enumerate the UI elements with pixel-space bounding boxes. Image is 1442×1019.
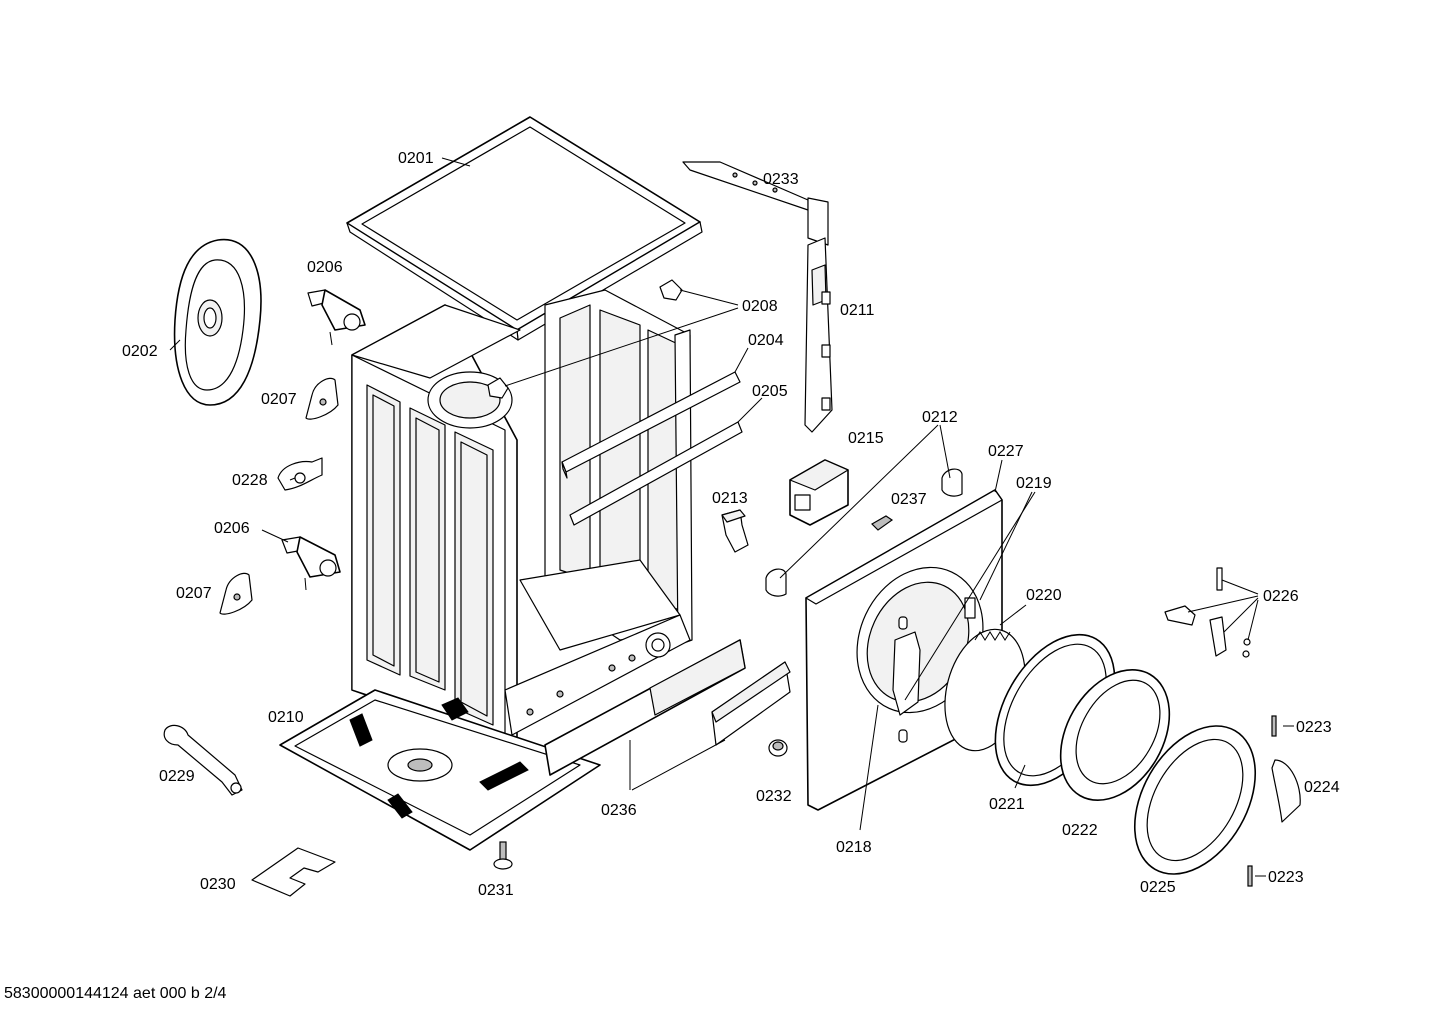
part-clip: [277, 457, 323, 491]
label-0201: 0201: [398, 150, 434, 167]
label-0211: 0211: [840, 302, 875, 319]
part-kick-plate: [544, 639, 791, 776]
part-door-frame: [1133, 725, 1257, 875]
label-0204: 0204: [748, 332, 784, 349]
part-labels: 0201 0202 0204 0205 0206 0206 0207 0207 …: [122, 150, 1340, 899]
part-shim: [251, 847, 336, 897]
label-0212: 0212: [922, 409, 958, 426]
part-upper-rail: [682, 161, 829, 246]
part-handle-parts: [1164, 567, 1251, 658]
label-0222: 0222: [1062, 822, 1098, 839]
part-pin-0223: [1247, 715, 1277, 887]
label-0233: 0233: [763, 171, 799, 188]
part-clip-0212: [765, 468, 963, 597]
label-0213: 0213: [712, 490, 748, 507]
part-door-handle: [1271, 759, 1301, 823]
label-0210: 0210: [268, 709, 304, 726]
label-0224: 0224: [1304, 779, 1340, 796]
leader-lines: [169, 157, 1294, 877]
label-0223-upper: 0223: [1296, 719, 1332, 736]
label-0206-upper: 0206: [307, 259, 343, 276]
part-cross-rail-lower: [569, 421, 743, 526]
label-0221: 0221: [989, 796, 1025, 813]
part-shock-absorber-lower: [281, 536, 341, 591]
part-spout: [721, 509, 749, 553]
label-0219: 0219: [1016, 475, 1052, 492]
part-shock-absorber-upper: [307, 289, 366, 346]
label-0205: 0205: [752, 383, 788, 400]
label-0215: 0215: [848, 430, 884, 447]
part-rear-cover: [173, 238, 262, 406]
part-hook-0208: [487, 279, 683, 399]
label-0225: 0225: [1140, 879, 1176, 896]
part-cabinet-frame: [351, 289, 693, 749]
label-0218: 0218: [836, 839, 872, 856]
label-0220: 0220: [1026, 587, 1062, 604]
label-0237: 0237: [891, 491, 927, 508]
part-door-glass: [1059, 669, 1171, 801]
part-spring: [974, 631, 1011, 641]
part-base-frame: [279, 689, 601, 851]
label-0207-upper: 0207: [261, 391, 297, 408]
part-screw-foot: [493, 841, 513, 870]
label-0223-lower: 0223: [1268, 869, 1304, 886]
part-bracket-lower: [219, 572, 253, 615]
label-0230: 0230: [200, 876, 236, 893]
part-small-0237: [871, 515, 894, 531]
part-foot-0232: [768, 739, 788, 757]
part-side-strip: [804, 237, 833, 433]
part-front-panel: [805, 489, 1026, 811]
label-0231: 0231: [478, 882, 514, 899]
part-wrench: [163, 724, 243, 796]
part-door-lock: [789, 459, 849, 526]
label-0226: 0226: [1263, 588, 1299, 605]
part-top-cover: [346, 116, 703, 341]
label-0227: 0227: [988, 443, 1024, 460]
label-0208: 0208: [742, 298, 778, 315]
label-0207-lower: 0207: [176, 585, 212, 602]
label-0228: 0228: [232, 472, 268, 489]
label-0202: 0202: [122, 343, 158, 360]
label-0206-lower: 0206: [214, 520, 250, 537]
label-0236: 0236: [601, 802, 637, 819]
part-bracket-upper: [305, 377, 339, 420]
part-cross-rail-upper: [561, 371, 741, 479]
footer-document-code: 58300000144124 aet 000 b 2/4: [4, 985, 227, 1002]
label-0229: 0229: [159, 768, 195, 785]
label-0232: 0232: [756, 788, 792, 805]
